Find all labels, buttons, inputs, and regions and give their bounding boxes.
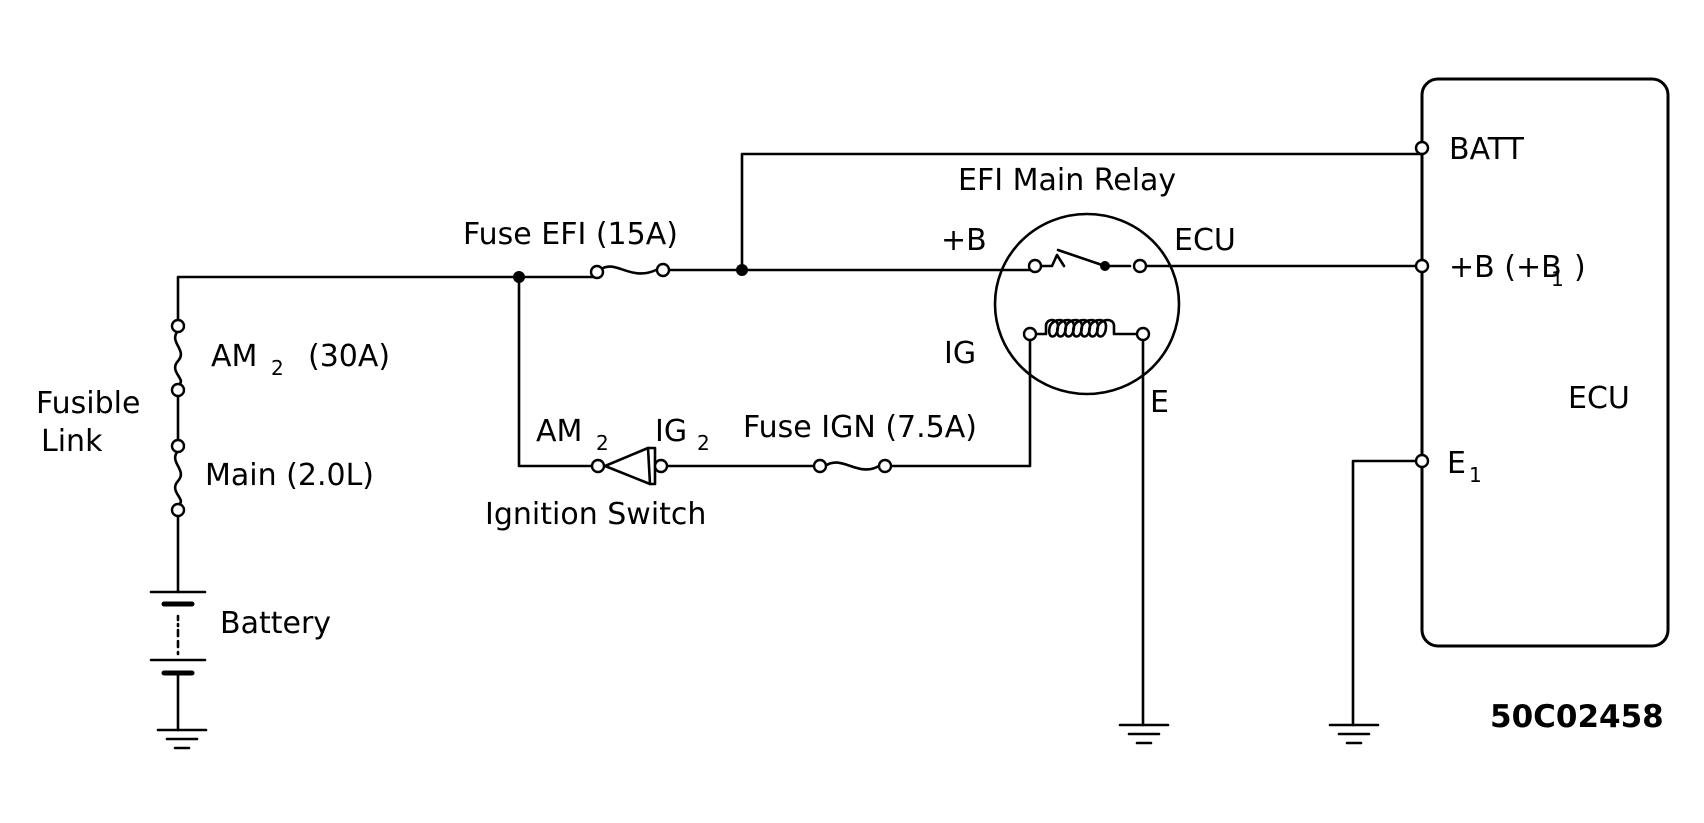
label-battery: Battery	[220, 606, 331, 641]
label-ecu-batt: BATT	[1449, 132, 1525, 167]
svg-text:1: 1	[1469, 463, 1482, 487]
label-ecu-name: ECU	[1568, 381, 1630, 416]
label-switch-ig2: IG 2	[655, 414, 710, 455]
svg-text:): )	[1574, 250, 1586, 285]
svg-text:2: 2	[596, 431, 609, 455]
label-relay-ig: IG	[944, 336, 976, 371]
label-am2-fuse: AM 2 (30A)	[211, 339, 390, 380]
fuse-efi-symbol	[589, 262, 671, 280]
wire-to-ignition-switch	[517, 275, 595, 468]
ecu-terminal-batt	[1414, 140, 1430, 156]
label-relay-ecu: ECU	[1174, 223, 1236, 258]
label-fuse-efi: Fuse EFI (15A)	[463, 217, 678, 252]
relay-switch-arm	[1038, 248, 1132, 268]
ignition-switch-symbol	[590, 446, 669, 486]
ecu-terminal-b1	[1414, 258, 1430, 274]
ground-battery-icon	[156, 728, 208, 750]
wire-fuse-ign-to-relay-ig	[884, 332, 1032, 468]
svg-text:+B (+B: +B (+B	[1449, 250, 1562, 285]
ecu-terminal-e1	[1414, 453, 1430, 469]
junction-left	[513, 271, 525, 283]
ecu-box	[1414, 77, 1670, 648]
wire-left-top	[176, 275, 521, 326]
wire-batt-line	[740, 152, 1424, 272]
label-link: Link	[41, 424, 103, 459]
fusible-link-main	[170, 438, 186, 518]
svg-text:IG: IG	[655, 414, 687, 449]
wire-ecu-e1-ground	[1351, 459, 1424, 727]
label-ecu-e1: E 1	[1447, 446, 1482, 487]
svg-text:AM: AM	[536, 414, 582, 449]
svg-text:AM: AM	[211, 339, 257, 374]
label-switch-am2: AM 2	[536, 414, 609, 455]
fusible-link-am2	[170, 318, 186, 398]
svg-text:1: 1	[1551, 267, 1564, 291]
label-relay-b: +B	[941, 223, 987, 258]
ground-relay-icon	[1118, 723, 1170, 745]
ground-ecu-icon	[1328, 723, 1380, 745]
fuse-ign-symbol	[812, 458, 893, 474]
relay-coil	[1034, 318, 1140, 338]
svg-text:E: E	[1447, 446, 1466, 481]
relay-housing	[993, 212, 1181, 396]
label-relay-e: E	[1150, 385, 1169, 420]
wiring	[176, 152, 1424, 732]
label-main-fuse: Main (2.0L)	[205, 458, 374, 493]
junction-batt	[736, 264, 748, 276]
svg-text:2: 2	[697, 431, 710, 455]
figure-code: 50C02458	[1490, 699, 1664, 735]
efi-main-relay	[993, 212, 1181, 396]
svg-text:2: 2	[271, 356, 284, 380]
label-fuse-ign: Fuse IGN (7.5A)	[743, 410, 977, 445]
label-ecu-b1: +B (+B 1 )	[1449, 250, 1586, 291]
label-ignition-switch: Ignition Switch	[485, 497, 706, 532]
svg-text:(30A): (30A)	[308, 339, 390, 374]
battery-symbol	[149, 590, 207, 676]
label-fusible: Fusible	[36, 386, 140, 421]
label-relay-title: EFI Main Relay	[958, 163, 1176, 198]
